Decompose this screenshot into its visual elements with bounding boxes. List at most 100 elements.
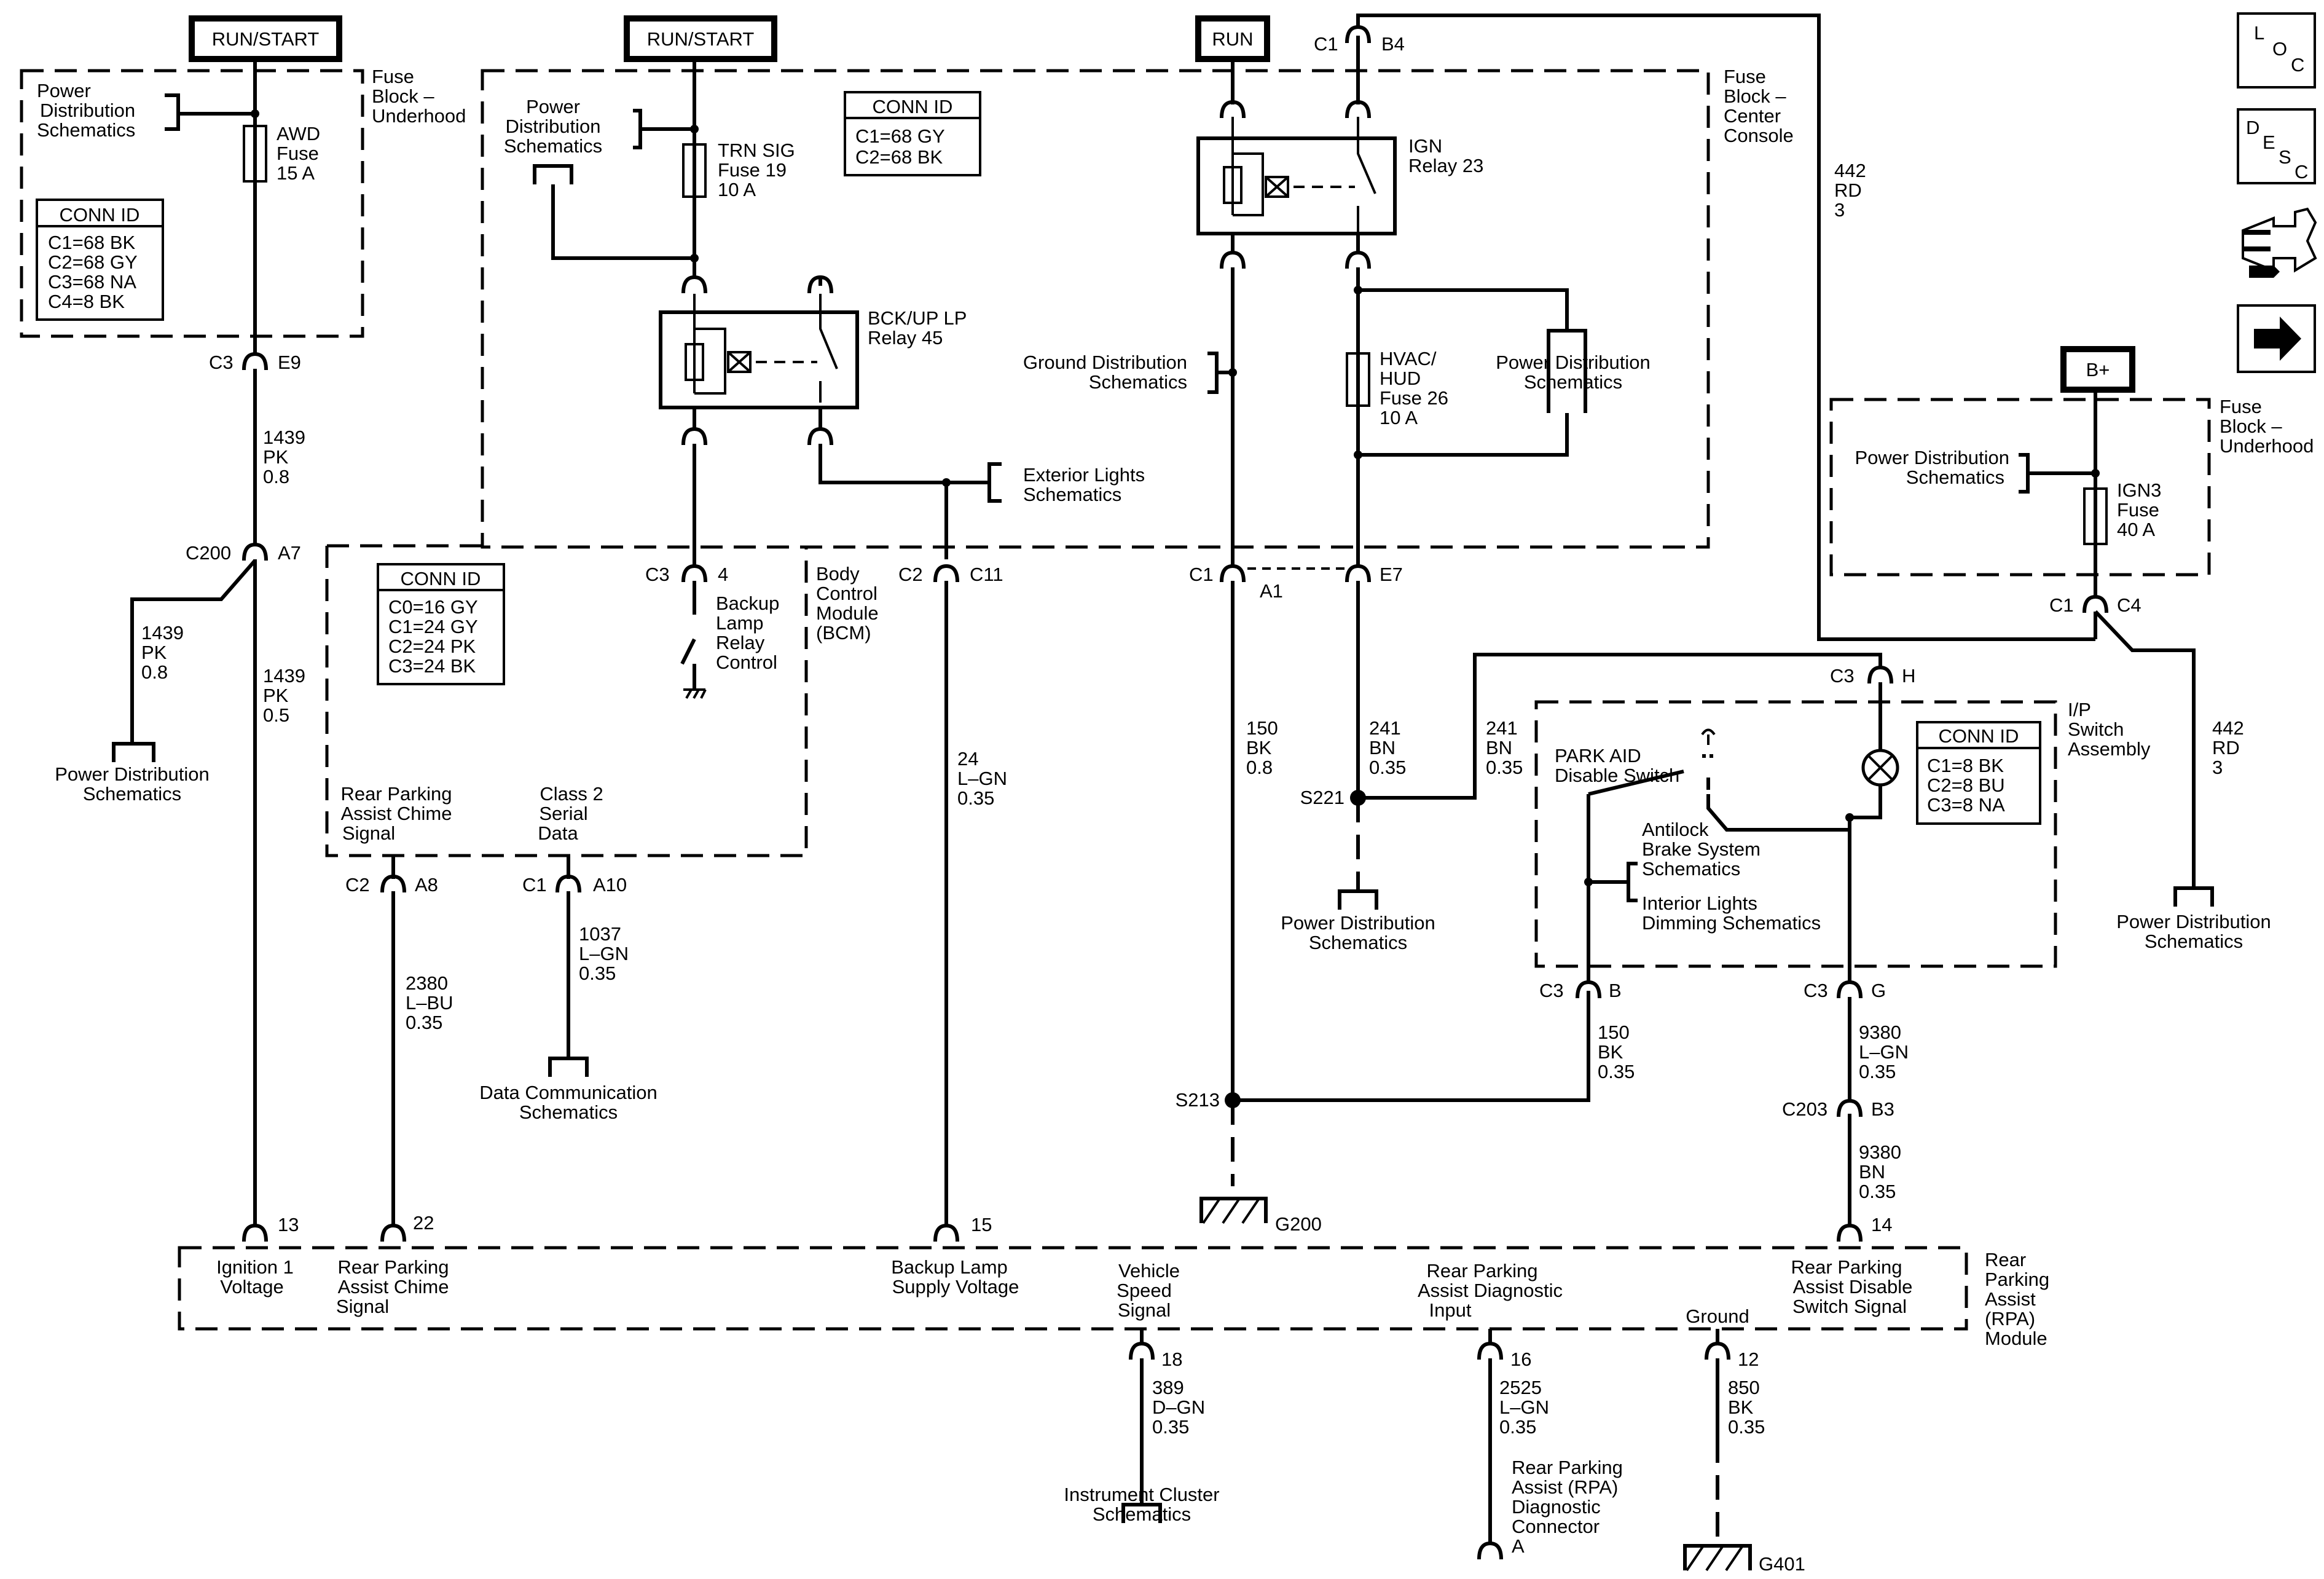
desc-icon[interactable]: D E S C	[2237, 108, 2316, 184]
cluster-ref: Instrument Cluster	[1064, 1484, 1219, 1505]
rpa-pin-label: Ground	[1686, 1305, 1749, 1327]
fuse19-label: Fuse 19	[718, 159, 787, 181]
wire-label: L–GN	[957, 768, 1007, 789]
ext-lights-ref: Schematics	[1023, 484, 1121, 505]
rpa-module: 13 22 15 14 Ignition 1 Voltage Rear Park…	[216, 1212, 2049, 1349]
conn-id-item: C1=68 GY	[855, 125, 945, 147]
ext-lights-ref: Exterior Lights	[1023, 464, 1145, 486]
rpa-pin-label: Input	[1429, 1299, 1472, 1321]
rpa-module-title: (RPA)	[1985, 1308, 2035, 1329]
awd-fuse-circuit: Power Distribution Schematics AWD Fuse 1…	[36, 59, 466, 353]
pd-ref: Schematics	[1309, 932, 1407, 953]
wire-label: 0.8	[263, 466, 289, 487]
rpa-pin-label: Signal	[336, 1296, 389, 1317]
desc-letter: S	[2279, 146, 2291, 168]
ip-switch-assembly: C3 H PARK AID Disable Switch Antilock Br…	[1539, 665, 2151, 1226]
backup-relay-control-label: Lamp	[716, 612, 764, 634]
wire-label: 0.35	[1486, 757, 1523, 778]
rpa-diag-connector-ref: Diagnostic	[1512, 1496, 1601, 1518]
connector-label: A7	[278, 542, 301, 564]
rpa-pin-label: Signal	[1118, 1299, 1171, 1321]
wire-label: BN	[1369, 737, 1396, 758]
conn-id-title: CONN ID	[873, 96, 953, 117]
connector-label: A10	[593, 874, 627, 896]
rpa-pin-label: Ignition 1	[216, 1256, 294, 1278]
pd-ref: Power Distribution	[1281, 912, 1435, 934]
desc-letter: D	[2246, 117, 2259, 138]
data-comm-ref: Data Communication	[479, 1082, 657, 1103]
backup-relay-control-label: Backup	[716, 593, 779, 614]
pd-label: Schematics	[1906, 467, 2004, 488]
fuse-block-title: Fuse	[2220, 396, 2262, 417]
connector-label: C3	[1539, 980, 1564, 1001]
interior-lights-ref: Dimming Schematics	[1642, 912, 1821, 934]
rpa-diag-connector-ref: Connector	[1512, 1516, 1600, 1537]
wire-label: BK	[1246, 737, 1272, 758]
connector-label: B3	[1871, 1098, 1894, 1120]
wire-label: 24	[957, 748, 978, 770]
ip-switch-title: Switch	[2068, 719, 2124, 740]
run-start-label-1: RUN/START	[212, 28, 320, 50]
connector-tools-icon[interactable]	[2242, 207, 2317, 278]
splice-label: S221	[1300, 787, 1345, 808]
wire-label: 0.8	[141, 661, 168, 683]
backup-relay-control-label: Relay	[716, 632, 765, 653]
side-icons[interactable]: L O C D E S C	[2237, 12, 2317, 373]
rpa-pin-label: Voltage	[220, 1276, 283, 1297]
fuse-block-title: Block –	[372, 85, 434, 107]
wire-label: 0.35	[406, 1012, 442, 1033]
arrow-right-icon[interactable]	[2237, 304, 2316, 373]
connector-label: C1	[1314, 33, 1338, 55]
ip-switch-title: Assembly	[2068, 738, 2151, 760]
wire-label: 0.35	[1859, 1061, 1896, 1082]
pd-label: Power Distribution	[1855, 447, 2009, 468]
wire-1439: C3 E9 1439 PK 0.8 C200 A7 1439 PK 0.8 Po…	[55, 352, 305, 1226]
pin-label: 16	[1510, 1349, 1531, 1370]
rpa-module-title: Module	[1985, 1328, 2047, 1349]
wire-label: 9380	[1859, 1141, 1901, 1163]
awd-fuse-label: AWD	[277, 123, 320, 144]
pd-label: Power	[526, 96, 580, 117]
fuse19-label: TRN SIG	[718, 140, 795, 161]
wire-label: 0.8	[1246, 757, 1273, 778]
wire-label: BK	[1598, 1041, 1623, 1063]
rpa-pin-label: Switch Signal	[1792, 1296, 1907, 1317]
splice-label: S213	[1176, 1089, 1220, 1111]
wire-label: BN	[1486, 737, 1512, 758]
connector-label: C11	[970, 564, 1003, 585]
fuse-block-title: Underhood	[2220, 435, 2314, 457]
conn-id-item: C1=8 BK	[1927, 755, 2004, 776]
rpa-pin-label: Rear Parking	[338, 1256, 449, 1278]
rpa-pin-label: Rear Parking	[1791, 1256, 1902, 1278]
loc-icon[interactable]: L O C	[2237, 12, 2316, 89]
abs-ref: Brake System	[1642, 838, 1761, 860]
trn-sig-circuit: Power Distribution Schematics TRN SIG Fu…	[504, 59, 1794, 277]
connector-label: H	[1902, 665, 1915, 687]
fuse-block-title: Underhood	[372, 105, 466, 127]
wire-label: 0.35	[579, 963, 616, 984]
bcm-title: Control	[816, 583, 877, 604]
pd-label: Power	[37, 80, 91, 101]
ign3-fuse-label: Fuse	[2117, 499, 2159, 521]
wire-label: BN	[1859, 1161, 1885, 1183]
connector-label: A1	[1260, 580, 1283, 602]
ign-relay-circuit: C1 B4 IGN Relay 23 Ground Distribution S…	[1023, 14, 2095, 641]
connector-label: C3	[1830, 665, 1855, 687]
chime-label: Signal	[342, 822, 395, 844]
wire-label: 2380	[406, 972, 448, 994]
loc-letter: O	[2272, 38, 2287, 60]
pd-ref: Schematics	[83, 783, 181, 805]
ground-circuit: C1 A1 E7 150 BK 0.8 S213 G200 241 BN 0.3…	[1176, 564, 1882, 1235]
power-labels: RUN/START RUN/START RUN B+	[189, 15, 2135, 393]
wire-label: 442	[1834, 160, 1866, 181]
connector-label: B4	[1381, 33, 1405, 55]
wire-label: 150	[1598, 1022, 1630, 1043]
connector-label: C200	[186, 542, 231, 564]
wire-label: L–GN	[1859, 1041, 1909, 1063]
conn-id-item: C3=68 NA	[48, 271, 136, 293]
rpa-diag-connector-ref: A	[1512, 1535, 1525, 1557]
rpa-diag-connector-ref: Rear Parking	[1512, 1457, 1623, 1478]
wire-label: 0.35	[1859, 1181, 1896, 1202]
pin-label: 15	[971, 1214, 992, 1235]
